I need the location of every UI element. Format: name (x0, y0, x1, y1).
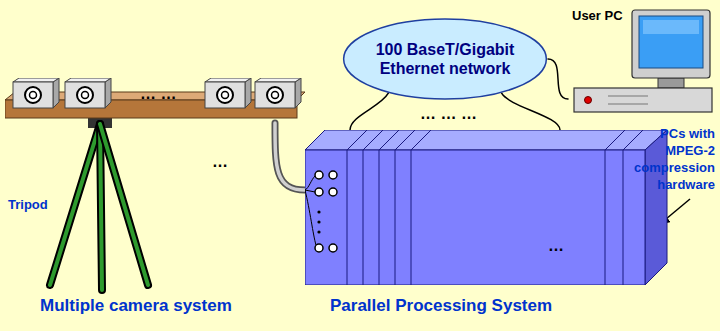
card-edge (605, 130, 625, 150)
system-caption: Multiple camera system (40, 296, 232, 316)
camera-body (65, 82, 105, 108)
connector-port (329, 244, 337, 252)
network-ellipse-shape (344, 19, 547, 99)
camera-lens-inner (222, 92, 229, 99)
hardware-note: PCs with MPEG-2 compression hardware (622, 125, 715, 193)
card-edge (411, 150, 412, 285)
drive-slot (608, 96, 648, 97)
screen-glare (643, 20, 699, 34)
card-edge (379, 130, 399, 150)
camera-lens-inner (272, 92, 279, 99)
network-link (548, 59, 568, 99)
label-holder: PCs with MPEG-2 compression hardware (622, 125, 715, 193)
card-edge (623, 130, 643, 150)
camera-lens (217, 87, 233, 103)
continuation-mark: … (212, 152, 228, 171)
card-edge (411, 130, 431, 150)
camera-body (13, 82, 53, 108)
drive-slot (608, 104, 648, 105)
port-wire (305, 176, 316, 245)
label-holder: … … (140, 84, 176, 103)
monitor-stand (658, 78, 684, 88)
camera-body (205, 82, 245, 108)
tripod-leg (100, 124, 148, 285)
camera-side (245, 78, 251, 108)
camera-top (255, 78, 301, 82)
tripod-leg (100, 124, 102, 290)
card-edge (363, 150, 364, 285)
connector-line (548, 59, 568, 99)
continuation-mark: … (548, 236, 564, 255)
camera-cable (275, 123, 305, 190)
user-pc-node: User PC (568, 4, 716, 116)
rack-top (305, 130, 667, 150)
card-edge (395, 130, 415, 150)
card-edge (605, 150, 606, 285)
text-holder: User PC (572, 8, 623, 24)
connector-line (275, 123, 305, 190)
card-edge (363, 130, 383, 150)
connector-port (329, 171, 337, 179)
camera-side (295, 78, 301, 108)
camera-lens (25, 87, 41, 103)
camera-top (13, 78, 59, 82)
camera-body (255, 82, 295, 108)
monitor (632, 10, 710, 78)
tripod-label: Tripod (8, 197, 48, 213)
continuation-dot (317, 220, 320, 223)
network-label: 100 BaseT/Gigabit Ethernet network (365, 40, 525, 78)
tripod-leg (50, 124, 100, 285)
network-link (350, 93, 388, 130)
pc-case (574, 88, 712, 112)
connector-port (329, 188, 337, 196)
connector-port (315, 244, 323, 252)
card-edge (347, 130, 367, 150)
continuation-mark: … … … (420, 104, 477, 123)
text-holder: Parallel Processing System (330, 296, 552, 316)
camera-top (65, 78, 111, 82)
network-link (502, 93, 560, 130)
processing-system-node: Parallel Processing System (305, 130, 670, 285)
system-caption: Parallel Processing System (330, 296, 552, 316)
label-holder: … … … (420, 104, 477, 123)
camera-side (105, 78, 111, 108)
pc-label: User PC (572, 8, 623, 24)
camera-side (53, 78, 59, 108)
label-holder: Tripod (8, 197, 48, 213)
camera-lens-inner (82, 92, 89, 99)
label-holder: … (212, 152, 228, 171)
continuation-dot (317, 210, 320, 213)
network-ellipse-node: 100 BaseT/Gigabit Ethernet network (342, 18, 548, 100)
power-button (585, 97, 592, 104)
connector-port (315, 188, 323, 196)
text-holder: 100 BaseT/Gigabit Ethernet network (342, 18, 548, 100)
card-edge (395, 150, 396, 285)
connector-line (350, 93, 388, 130)
network-ellipse (342, 18, 548, 100)
tripod-leg (50, 124, 100, 285)
rack-front (305, 150, 645, 285)
card-edge (623, 150, 624, 285)
tripod-leg (100, 124, 102, 290)
label-holder: … (548, 236, 564, 255)
tripod (50, 118, 148, 290)
connector-line (502, 93, 560, 130)
rack-side (645, 130, 667, 285)
connector-port (315, 171, 323, 179)
text-holder: Multiple camera system (40, 296, 232, 316)
camera-lens-inner (30, 92, 37, 99)
rack-illustration (305, 130, 670, 285)
tripod-leg (100, 124, 148, 285)
camera-top (205, 78, 251, 82)
camera-lens (77, 87, 93, 103)
continuation-dot (317, 230, 320, 233)
monitor-screen (639, 16, 703, 68)
card-edge (347, 150, 348, 285)
continuation-mark: … … (140, 84, 176, 103)
camera-lens (267, 87, 283, 103)
card-edge (379, 150, 380, 285)
connector-line (275, 123, 305, 190)
